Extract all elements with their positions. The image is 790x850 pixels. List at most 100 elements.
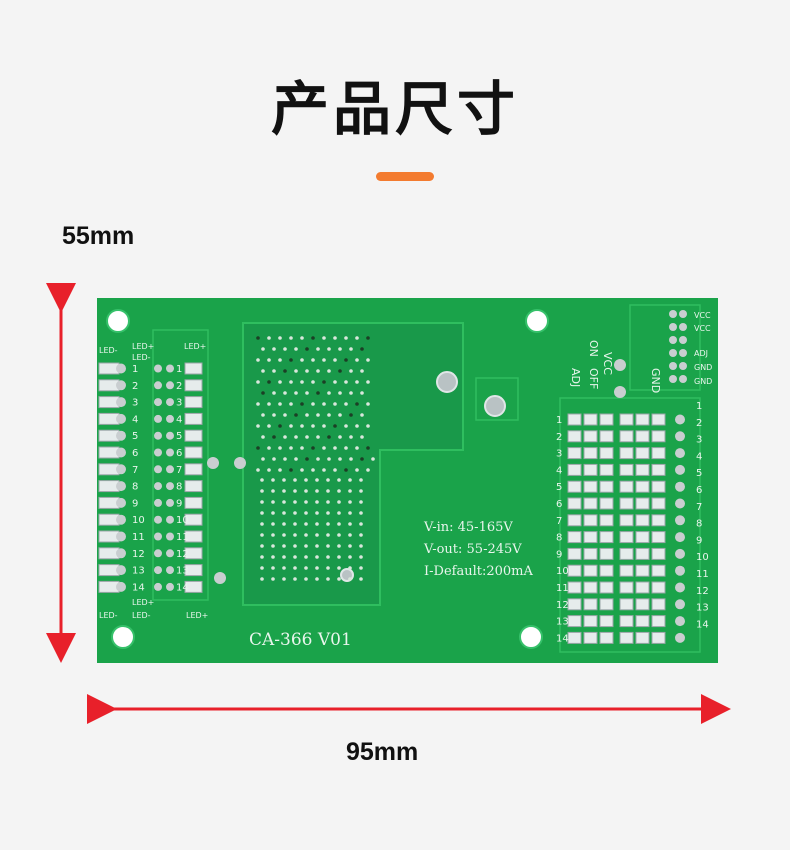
- via: [337, 500, 341, 504]
- via: [360, 347, 364, 351]
- via: [349, 369, 353, 373]
- right-pad: [619, 631, 634, 644]
- via: [359, 500, 363, 504]
- right-pad-hole: [675, 632, 685, 643]
- right-pad: [583, 581, 598, 594]
- via: [337, 533, 341, 537]
- left-inner-pad: [184, 530, 203, 543]
- right-pad: [651, 430, 666, 443]
- left-inner-pad: [184, 513, 203, 526]
- via: [272, 369, 276, 373]
- led-plus-label-2: LED+: [184, 342, 206, 351]
- column-label-gnd: GND: [649, 368, 662, 393]
- right-pad: [619, 514, 634, 527]
- right-pad: [635, 463, 650, 476]
- via: [326, 522, 330, 526]
- left-channel-number: 14: [132, 582, 145, 593]
- via: [300, 358, 304, 362]
- via: [333, 380, 337, 384]
- via: [327, 413, 331, 417]
- via: [315, 522, 319, 526]
- inner-channel-number: 3: [176, 398, 182, 409]
- via: [304, 478, 308, 482]
- via: [282, 478, 286, 482]
- via: [327, 391, 331, 395]
- led-plus-label-3: LED+: [132, 598, 154, 607]
- right-pad: [635, 531, 650, 544]
- via: [304, 522, 308, 526]
- inner-channel-number: 9: [176, 498, 182, 509]
- via: [271, 544, 275, 548]
- via: [256, 336, 260, 340]
- via: [283, 369, 287, 373]
- via: [359, 566, 363, 570]
- via: [300, 468, 304, 472]
- via: [294, 413, 298, 417]
- left-led-pad: [166, 465, 174, 474]
- via: [300, 336, 304, 340]
- via: [311, 468, 315, 472]
- via: [322, 402, 326, 406]
- via: [326, 566, 330, 570]
- right-pad: [583, 463, 598, 476]
- left-led-pad: [154, 532, 162, 541]
- via: [355, 402, 359, 406]
- via: [282, 555, 286, 559]
- via: [348, 511, 352, 515]
- edge-channel-number: 6: [696, 485, 702, 496]
- via: [316, 369, 320, 373]
- left-led-pad: [154, 414, 162, 423]
- left-led-pad: [166, 498, 174, 507]
- via: [326, 544, 330, 548]
- via: [289, 358, 293, 362]
- via: [282, 522, 286, 526]
- right-pad: [635, 598, 650, 611]
- spec-vin-text: V-in: 45-165V: [423, 520, 513, 535]
- via: [333, 446, 337, 450]
- left-pad-hole: [116, 514, 126, 525]
- right-channel-number: 9: [556, 549, 562, 560]
- via: [293, 577, 297, 581]
- via: [311, 424, 315, 428]
- via: [322, 380, 326, 384]
- via: [322, 358, 326, 362]
- via: [327, 369, 331, 373]
- left-inner-pad: [184, 580, 203, 593]
- inner-channel-number: 8: [176, 482, 182, 493]
- left-led-pad: [154, 364, 162, 373]
- right-pad-hole: [675, 599, 685, 610]
- via: [349, 391, 353, 395]
- right-pad: [599, 615, 614, 628]
- right-pad: [635, 480, 650, 493]
- left-led-pad: [154, 448, 162, 457]
- title-accent-bar: [376, 172, 434, 181]
- right-pad: [651, 463, 666, 476]
- right-pad: [651, 581, 666, 594]
- via: [271, 566, 275, 570]
- left-inner-pad: [184, 547, 203, 560]
- via: [293, 511, 297, 515]
- via: [316, 413, 320, 417]
- left-led-pad: [154, 431, 162, 440]
- via: [327, 347, 331, 351]
- via: [326, 533, 330, 537]
- right-pad-hole: [675, 515, 685, 526]
- left-pad-hole: [116, 497, 126, 508]
- via: [366, 380, 370, 384]
- right-pad: [599, 463, 614, 476]
- via: [315, 577, 319, 581]
- via: [338, 369, 342, 373]
- left-pad-hole: [116, 548, 126, 559]
- left-led-pad: [166, 515, 174, 524]
- right-pad: [635, 447, 650, 460]
- via: [282, 511, 286, 515]
- right-pad: [619, 430, 634, 443]
- right-pad: [651, 547, 666, 560]
- via: [366, 468, 370, 472]
- right-pad: [599, 531, 614, 544]
- left-led-pad: [166, 364, 174, 373]
- left-inner-pad: [184, 480, 203, 493]
- via: [322, 424, 326, 428]
- via: [327, 457, 331, 461]
